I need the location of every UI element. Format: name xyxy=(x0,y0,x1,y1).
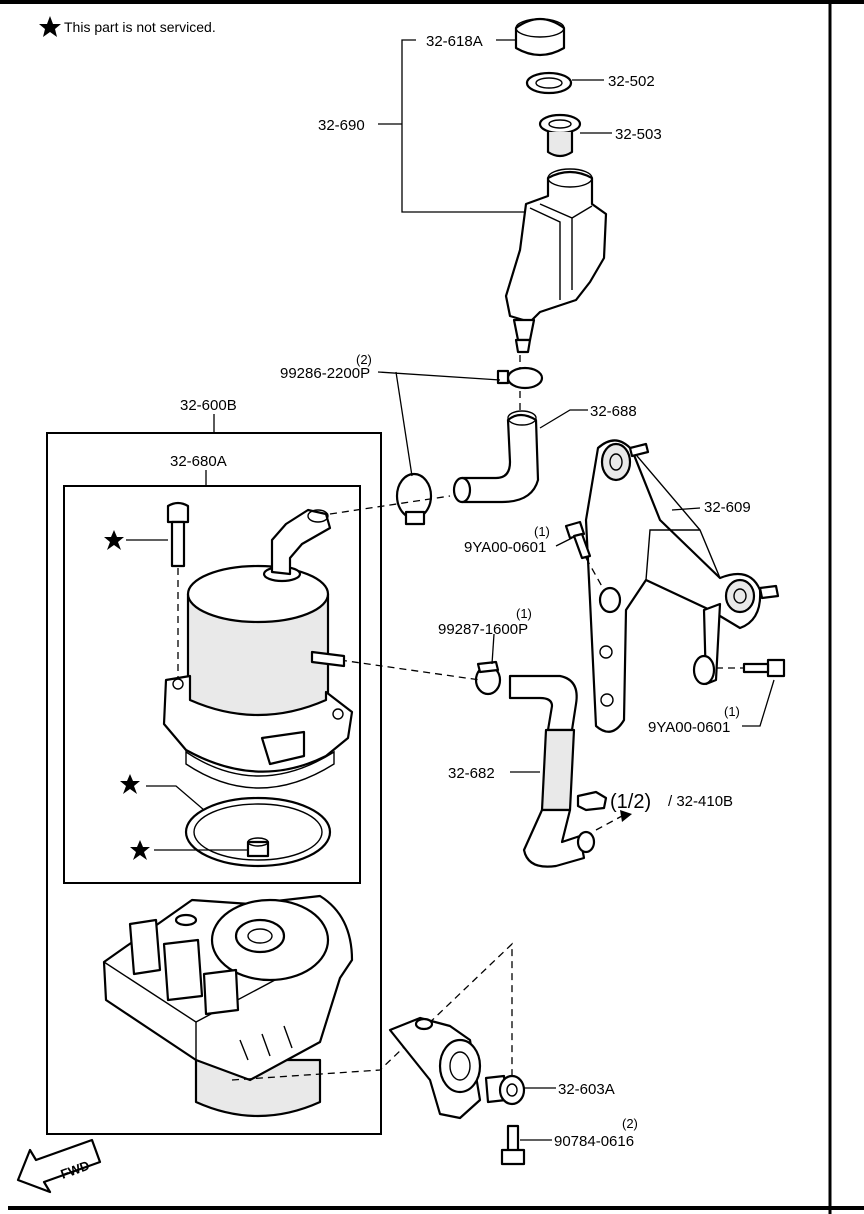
box-32-680A xyxy=(63,485,361,884)
pump-mount-bracket xyxy=(388,1016,508,1120)
label-9YA00-0601-upper: 9YA00-0601 xyxy=(464,539,546,556)
reservoir-bolt xyxy=(166,501,190,568)
strainer-32-503 xyxy=(538,113,582,158)
bolt-90784 xyxy=(500,1124,526,1166)
label-32-618A: 32-618A xyxy=(426,33,483,50)
reservoir-tank xyxy=(504,168,608,354)
filter xyxy=(246,837,270,858)
label-90784-0616: 90784-0616 xyxy=(554,1133,634,1150)
qty-99287: (1) xyxy=(516,606,532,621)
label-9YA00-0601-lower: 9YA00-0601 xyxy=(648,719,730,736)
ref-arrow xyxy=(620,810,632,822)
label-32-680A: 32-680A xyxy=(170,453,227,470)
suction-hose-32-682 xyxy=(508,674,596,868)
hose-clamp-upper xyxy=(496,366,544,390)
label-99286-2200P: 99286-2200P xyxy=(280,365,370,382)
seal-ring xyxy=(184,796,332,868)
leader-32-688 xyxy=(539,409,588,429)
leader-99287 xyxy=(491,633,495,665)
star-icon xyxy=(130,840,150,860)
label-32-682: 32-682 xyxy=(448,765,495,782)
pump-motor-unit xyxy=(102,894,354,1118)
dash-mount xyxy=(231,942,513,1081)
label-32-502: 32-502 xyxy=(608,73,655,90)
leader-32-609 xyxy=(671,507,701,511)
bolt-9YA00-upper xyxy=(564,520,592,560)
ref-fraction: (1/2) xyxy=(610,791,651,813)
qty-99286: (2) xyxy=(356,352,372,367)
star-icon xyxy=(104,530,124,550)
not-serviced-note: This part is not serviced. xyxy=(39,16,216,37)
star-icon xyxy=(39,16,61,37)
label-32-609: 32-609 xyxy=(704,499,751,516)
label-32-603A: 32-603A xyxy=(558,1081,615,1098)
mount-bracket-32-609 xyxy=(584,439,780,733)
return-hose-32-688 xyxy=(452,410,540,504)
bushing-32-603A xyxy=(498,1074,526,1106)
label-99287-1600P: 99287-1600P xyxy=(438,621,528,638)
leader-99286 xyxy=(377,371,501,477)
label-32-688: 32-688 xyxy=(590,403,637,420)
dash-hose-pump xyxy=(329,495,451,515)
note-text: This part is not serviced. xyxy=(64,19,216,35)
qty-9YA00-upper: (1) xyxy=(534,524,550,539)
dash-bolt-upper xyxy=(585,557,605,591)
label-32-600B: 32-600B xyxy=(180,397,237,414)
fwd-arrow-icon: FWD xyxy=(16,1138,102,1194)
hose-clamp-99287 xyxy=(474,660,502,696)
pump-reservoir-can xyxy=(186,508,346,727)
qty-9YA00-lower: (1) xyxy=(724,704,740,719)
star-icon xyxy=(120,774,140,794)
label-32-690: 32-690 xyxy=(318,117,365,134)
bracket-32-690 xyxy=(401,39,524,213)
cap-seal-32-502 xyxy=(525,71,573,95)
reservoir-cap xyxy=(514,17,566,57)
bolt-9YA00-lower xyxy=(742,658,786,678)
dash-to-ref xyxy=(595,815,623,831)
pointing-hand-icon xyxy=(576,790,608,812)
hose-clamp-lower xyxy=(395,472,433,526)
leader-9YA00-lower xyxy=(742,679,775,727)
qty-90784: (2) xyxy=(622,1116,638,1131)
leader-star-seal xyxy=(146,785,205,811)
ref-part-32-410B: / 32-410B xyxy=(668,793,733,810)
leader-9YA00-upper xyxy=(555,537,573,547)
pump-flange xyxy=(162,674,354,789)
label-32-503: 32-503 xyxy=(615,126,662,143)
